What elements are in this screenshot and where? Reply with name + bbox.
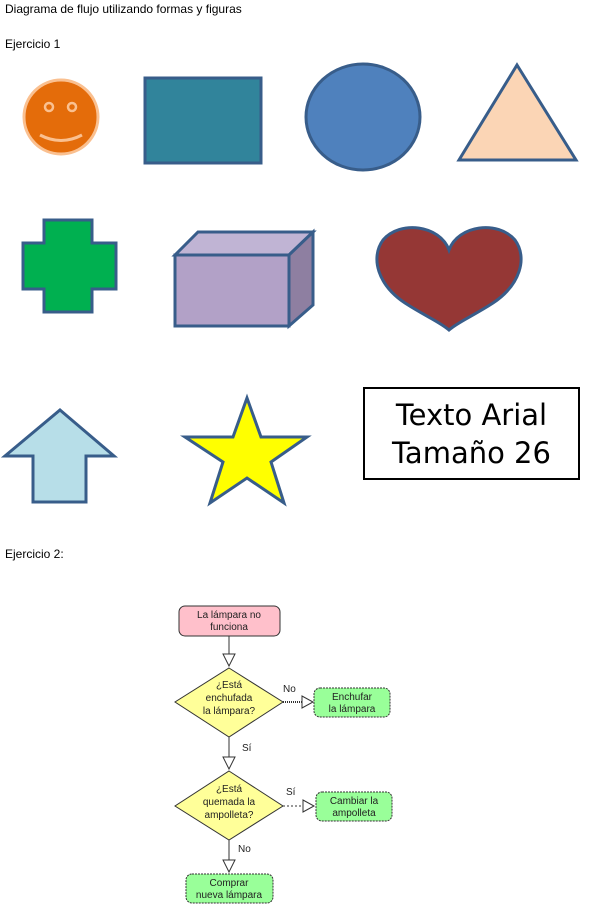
circle-shape bbox=[304, 62, 422, 172]
arial-text-box: Texto Arial Tamaño 26 bbox=[363, 387, 580, 480]
text-box-line1: Texto Arial bbox=[395, 397, 548, 432]
decision2-line1: ¿Está bbox=[216, 784, 243, 795]
start-node-line1: La lámpara no bbox=[197, 610, 261, 621]
start-node-line2: funciona bbox=[210, 622, 248, 633]
smiley-face-shape bbox=[22, 78, 100, 156]
decision1-no-label: No bbox=[283, 684, 296, 695]
flowchart-decision2-node: ¿Está quemada la ampolleta? bbox=[174, 770, 284, 841]
decision2-line3: ampolleta? bbox=[205, 810, 254, 821]
decision1-line2: enchufada bbox=[206, 693, 253, 704]
rectangle-shape bbox=[143, 76, 263, 165]
arrowhead-icon bbox=[301, 695, 315, 709]
decision2-yes-label: Sí bbox=[286, 787, 296, 798]
action2-line2: ampolleta bbox=[332, 808, 376, 819]
decision1-yes-label: Sí bbox=[242, 743, 252, 754]
star-shape bbox=[179, 393, 312, 507]
document-title: Diagrama de flujo utilizando formas y fi… bbox=[5, 2, 242, 16]
action1-line1: Enchufar bbox=[332, 692, 373, 703]
text-box-line2: Tamaño 26 bbox=[392, 435, 551, 470]
cube-shape bbox=[171, 228, 317, 330]
flowchart-end-node: Comprar nueva lámpara bbox=[185, 873, 274, 904]
end-node-line2: nueva lámpara bbox=[196, 890, 263, 901]
decision1-line3: la lámpara? bbox=[203, 706, 256, 717]
arrowhead-icon bbox=[302, 799, 316, 813]
decision2-no-label: No bbox=[238, 844, 251, 855]
action2-line1: Cambiar la bbox=[330, 796, 379, 807]
action1-line2: la lámpara bbox=[329, 704, 376, 715]
flowchart-decision1-node: ¿Está enchufada la lámpara? bbox=[174, 667, 284, 738]
flowchart-action1-node: Enchufar la lámpara bbox=[313, 687, 391, 718]
plus-cross-shape bbox=[21, 218, 118, 314]
flowchart-action2-node: Cambiar la ampolleta bbox=[315, 791, 393, 822]
triangle-shape bbox=[456, 62, 579, 162]
arrowhead-icon bbox=[222, 653, 236, 668]
end-node-line1: Comprar bbox=[210, 878, 250, 889]
decision2-line2: quemada la bbox=[203, 797, 256, 808]
decision1-line1: ¿Está bbox=[216, 680, 243, 691]
exercise1-heading: Ejercicio 1 bbox=[5, 37, 61, 51]
up-arrow-shape bbox=[0, 408, 119, 504]
heart-shape bbox=[375, 226, 523, 333]
arrowhead-icon bbox=[222, 756, 236, 771]
exercise2-heading: Ejercicio 2: bbox=[5, 547, 64, 561]
flowchart-start-node: La lámpara no funciona bbox=[178, 605, 281, 637]
arrowhead-icon bbox=[222, 859, 236, 874]
